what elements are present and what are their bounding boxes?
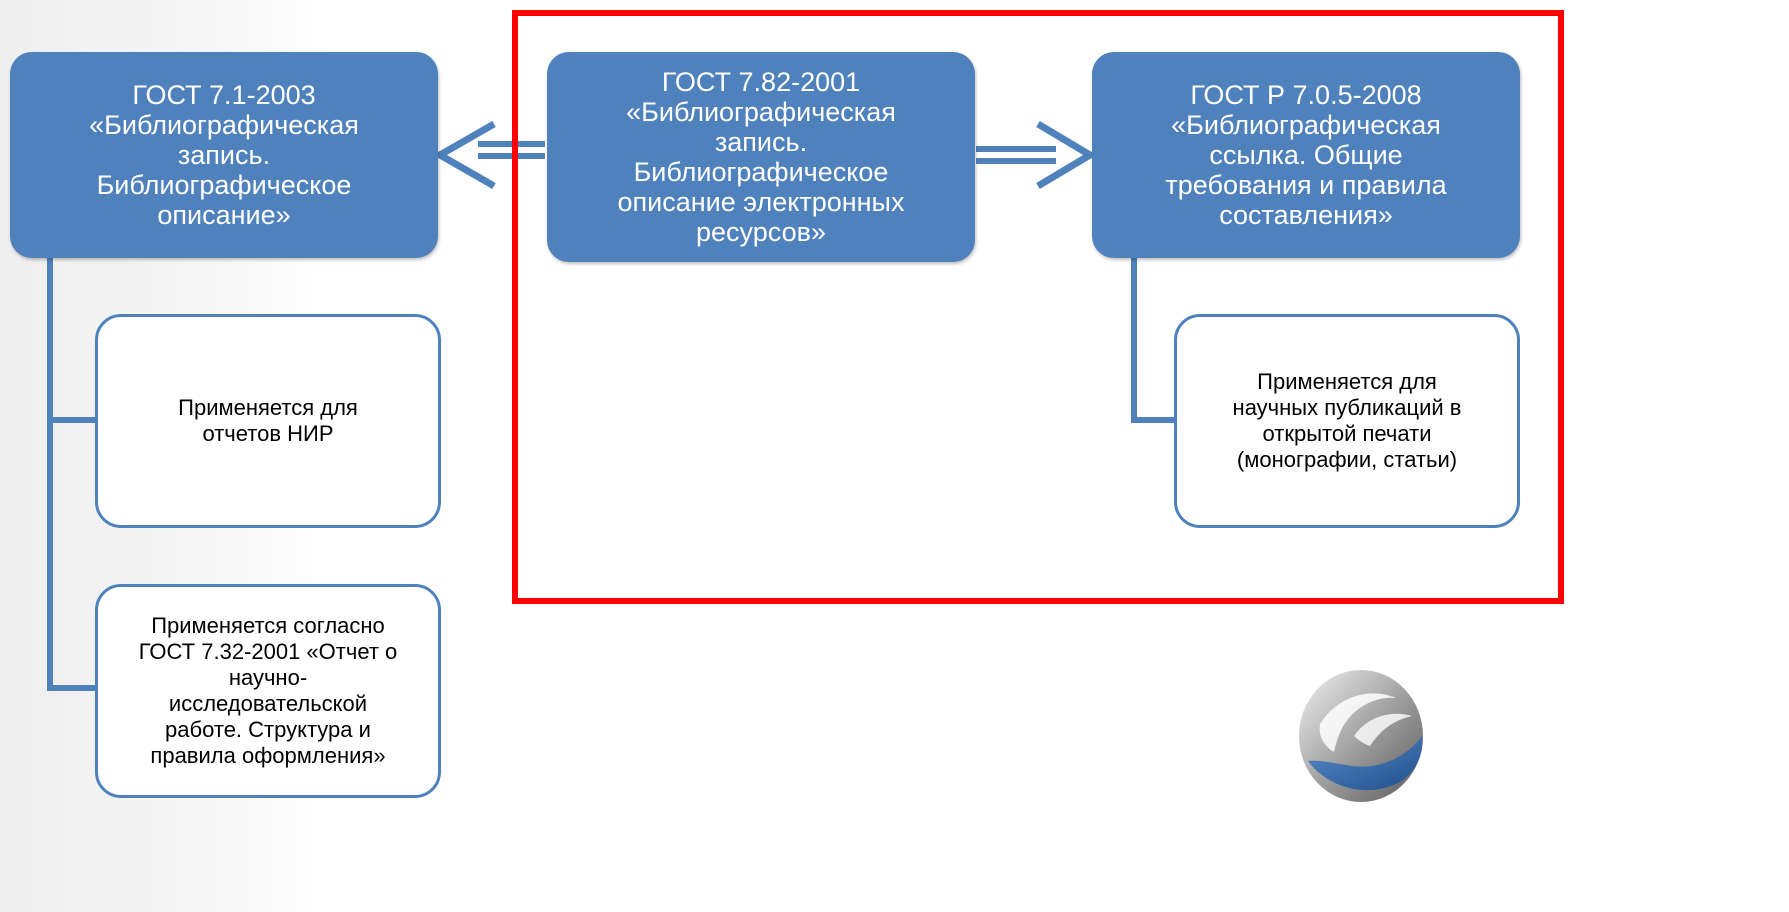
node-nir-reports-text: Применяется для отчетов НИР xyxy=(178,395,358,446)
arrow-to-gost-7-1 xyxy=(432,120,545,190)
node-gost-7-1-2003: ГОСТ 7.1-2003 «Библиографическая запись.… xyxy=(10,52,438,258)
connector-gost-7-1-tree xyxy=(47,258,98,691)
node-scientific-publications-text: Применяется для научных публикаций в отк… xyxy=(1232,369,1462,472)
organization-logo-icon xyxy=(1299,670,1423,802)
arrow-to-gost-r-7-0-5 xyxy=(976,120,1097,190)
node-gost-r-7-0-5-2008-text: ГОСТ Р 7.0.5-2008 «Библиографическая ссы… xyxy=(1165,80,1447,230)
node-gost-7-32-2001: Применяется согласно ГОСТ 7.32-2001 «Отч… xyxy=(95,584,441,798)
node-gost-7-82-2001-text: ГОСТ 7.82-2001 «Библиографическая запись… xyxy=(617,67,905,247)
node-nir-reports: Применяется для отчетов НИР xyxy=(95,314,441,528)
highlight-frame xyxy=(512,10,1564,604)
node-gost-7-1-2003-text: ГОСТ 7.1-2003 «Библиографическая запись.… xyxy=(89,80,359,230)
node-gost-r-7-0-5-2008: ГОСТ Р 7.0.5-2008 «Библиографическая ссы… xyxy=(1092,52,1520,258)
node-gost-7-82-2001: ГОСТ 7.82-2001 «Библиографическая запись… xyxy=(547,52,975,262)
node-scientific-publications: Применяется для научных публикаций в отк… xyxy=(1174,314,1520,528)
connector-gost-r-7-0-5-tree xyxy=(1131,258,1178,423)
node-gost-7-32-2001-text: Применяется согласно ГОСТ 7.32-2001 «Отч… xyxy=(138,613,398,768)
